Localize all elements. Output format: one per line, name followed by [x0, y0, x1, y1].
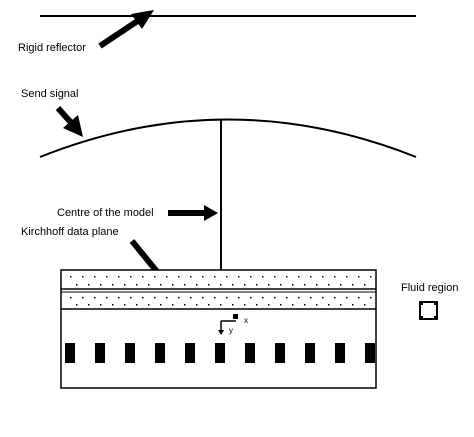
element-bar	[65, 343, 75, 363]
element-bar	[95, 343, 105, 363]
send-signal-arc	[39, 118, 417, 158]
element-bar	[245, 343, 255, 363]
fluid-region-icon	[419, 301, 438, 320]
send-signal-arrow-icon	[55, 106, 83, 137]
rigid-reflector-arrow-icon	[98, 10, 154, 49]
kirchhoff-plane-label: Kirchhoff data plane	[21, 226, 119, 238]
rigid-reflector-label: Rigid reflector	[18, 42, 86, 54]
element-bar	[335, 343, 345, 363]
element-bar	[305, 343, 315, 363]
centre-arrow-icon	[168, 205, 218, 221]
send-signal-label: Send signal	[21, 88, 79, 100]
element-bar	[185, 343, 195, 363]
element-bar	[155, 343, 165, 363]
element-bar	[365, 343, 375, 363]
fluid-region-label: Fluid region	[401, 282, 459, 294]
element-bars	[65, 343, 375, 363]
element-bar	[215, 343, 225, 363]
centre-of-model-label: Centre of the model	[57, 207, 154, 219]
x-axis-label: x	[244, 316, 248, 325]
element-bar	[275, 343, 285, 363]
model-box	[60, 269, 377, 389]
element-bar	[125, 343, 135, 363]
y-axis-label: y	[229, 326, 233, 335]
coordinate-axes-icon	[218, 314, 238, 335]
dotted-layer	[70, 276, 372, 306]
